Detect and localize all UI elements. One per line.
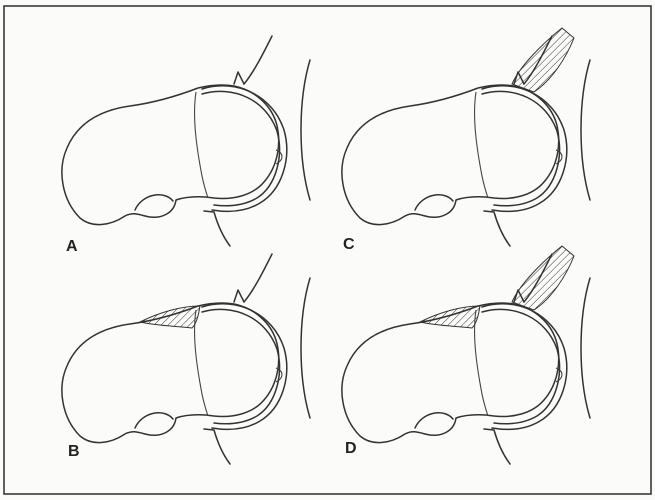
- panel-c-pincer-hip: [342, 28, 590, 246]
- cam-lesion-hatch: [420, 306, 480, 328]
- pincer-lesion-hatch: [512, 246, 574, 310]
- panel-label-b: B: [68, 443, 80, 460]
- figure-frame: [4, 6, 651, 494]
- pincer-lesion-hatch: [512, 28, 574, 92]
- panel-label-c: C: [343, 236, 355, 253]
- cam-lesion-hatch: [140, 306, 200, 328]
- panel-b-cam-hip: [62, 254, 310, 464]
- panel-label-d: D: [345, 440, 357, 457]
- panel-label-a: A: [66, 238, 78, 255]
- panel-d-mixed-hip: [342, 246, 590, 464]
- panel-a-normal-hip: [62, 36, 310, 246]
